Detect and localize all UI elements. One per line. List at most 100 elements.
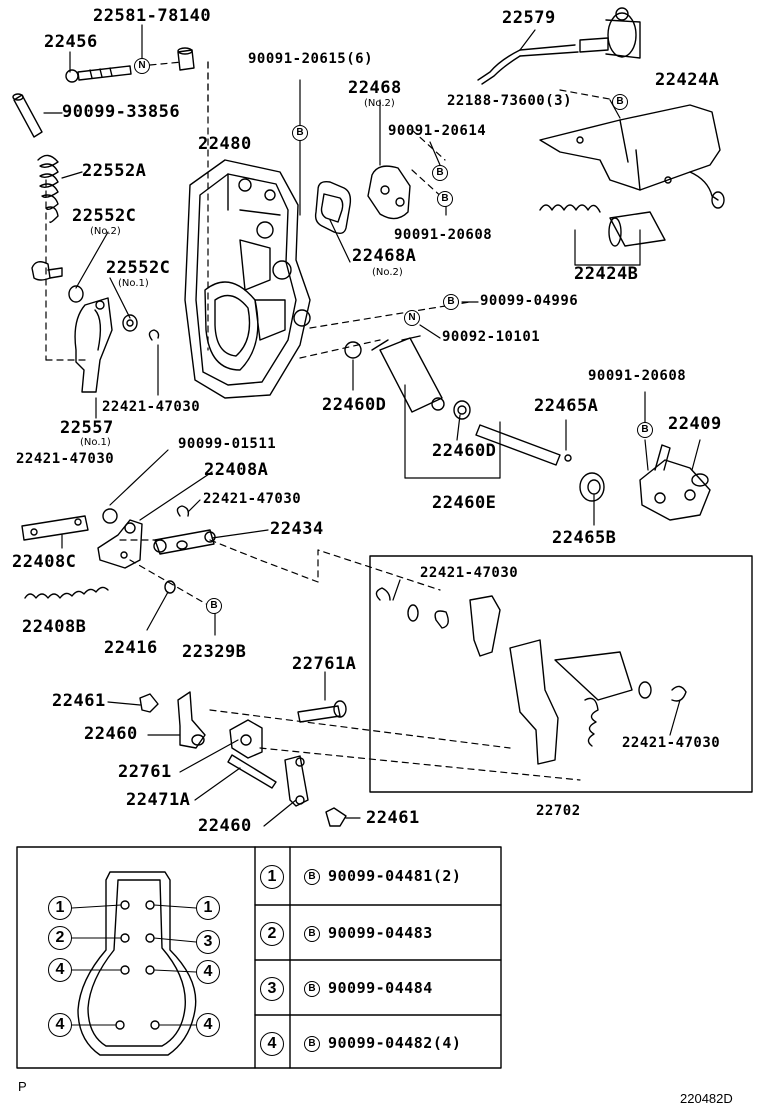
callout-22468: 22468 [348,78,402,98]
legend-row-3-part: 90099-04484 [328,979,433,997]
fitting-22461-top [139,693,159,713]
callout-22421-47030-a: 22421-47030 [102,399,201,415]
gasket-callout-right-3: 4 [196,960,220,984]
callout-90099-01511: 90099-01511 [178,436,277,452]
callout-90099-04996: 90099-04996 [480,293,579,309]
callout-22552C-no2: 22552C [72,206,137,226]
callout-22456: 22456 [44,32,98,52]
bushing-22581 [177,47,195,71]
callout-22461-a: 22461 [52,691,106,711]
plate-22408C [21,515,89,541]
callout-22408B: 22408B [22,617,87,637]
spring-22408B [24,586,109,599]
corner-letter: P [18,1079,27,1094]
bolt-22456 [65,65,132,83]
shaft-22465A [475,424,572,466]
callout-90092-10101: 90092-10101 [442,329,541,345]
callout-22557: 22557 [60,418,114,438]
callout-22581-78140: 22581-78140 [93,6,212,26]
lever-22409 [639,444,711,521]
gasket-callout-right-2: 3 [196,930,220,954]
block-22761 [229,719,263,759]
marker-b-bracket: B [612,94,628,110]
lever-22460-left [177,691,206,749]
callout-22552A: 22552A [82,161,147,181]
drawing-id: 220482D [680,1091,733,1106]
callout-22468A-sub: (No.2) [372,267,403,278]
gasket-callout-left-2: 2 [48,926,72,950]
legend-row-2-number: 2 [260,922,284,946]
callout-22460-b: 22460 [198,816,252,836]
bearing-22465B [579,472,605,502]
callout-22421-47030-c: 22421-47030 [203,491,302,507]
cover-22468 [367,165,411,220]
callout-22480: 22480 [198,134,252,154]
legend-table [16,846,502,1069]
clip-22421-b [176,505,190,517]
legend-row-2-part: 90099-04483 [328,924,433,942]
legend-row-4-mark: B [304,1036,320,1052]
callout-90091-20614: 90091-20614 [388,123,487,139]
marker-n-shaft: N [404,310,420,326]
gasket-22468A [314,180,352,235]
callout-22761A: 22761A [292,654,357,674]
callout-90091-20608-a: 90091-20608 [394,227,493,243]
gasket-callout-right-1: 1 [196,896,220,920]
callout-22421-47030-d: 22421-47030 [420,565,519,581]
washers-22552C [68,285,138,332]
actuator-22579 [477,7,641,85]
washer-90099-01511 [102,508,118,524]
screw-22552C-no2 [31,261,63,281]
marker-b-cover-1: B [432,165,448,181]
governor-housing-22480 [184,159,311,399]
callout-22468A: 22468A [352,246,417,266]
callout-22408A: 22408A [204,460,269,480]
marker-b-lever: B [637,422,653,438]
legend-row-1-number: 1 [260,865,284,889]
callout-22552C-no2-sub: (No.2) [90,226,121,237]
callout-22460D-b: 22460D [432,441,497,461]
callout-22329B: 22329B [182,642,247,662]
gasket-callout-right-4: 4 [196,1013,220,1037]
washer-22416 [164,580,176,594]
callout-22460D-a: 22460D [322,395,387,415]
pin-90099-33856 [12,93,43,138]
legend-row-1-mark: B [304,869,320,885]
lever-22460-right [284,755,309,807]
legend-row-1-part: 90099-04481(2) [328,867,462,885]
lever-22557 [74,297,113,393]
legend-row-4-part: 90099-04482(4) [328,1034,462,1052]
gasket-outline [77,871,197,1056]
callout-22579: 22579 [502,8,556,28]
callout-22702: 22702 [536,803,581,819]
callout-22421-47030-b: 22421-47030 [16,451,115,467]
callout-22552C-no1-sub: (No.1) [118,278,149,289]
callout-22424A: 22424A [655,70,720,90]
bracket-22424A [539,104,725,209]
marker-b-shaft: B [443,294,459,310]
callout-22460E: 22460E [432,493,497,513]
legend-row-3-number: 3 [260,977,284,1001]
spring-22552A [37,154,59,224]
callout-22465B: 22465B [552,528,617,548]
callout-22409: 22409 [668,414,722,434]
callout-22471A: 22471A [126,790,191,810]
callout-90091-20615: 90091-20615(6) [248,51,374,67]
callout-90099-33856: 90099-33856 [62,102,181,122]
marker-b-22329B: B [206,598,222,614]
marker-n-bolt: N [134,58,150,74]
callout-22468-sub: (No.2) [364,98,395,109]
bolt-22761A [297,700,347,723]
marker-b-housing: B [292,125,308,141]
rod-22471A [227,754,277,789]
callout-22424B: 22424B [574,264,639,284]
callout-22434: 22434 [270,519,324,539]
bracket-22408A [97,519,143,569]
gasket-leaders [71,904,197,1026]
legend-row-3-mark: B [304,981,320,997]
callout-22188-73600: 22188-73600(3) [447,93,573,109]
gasket-callout-left-3: 4 [48,958,72,982]
callout-90091-20608-b: 90091-20608 [588,368,687,384]
